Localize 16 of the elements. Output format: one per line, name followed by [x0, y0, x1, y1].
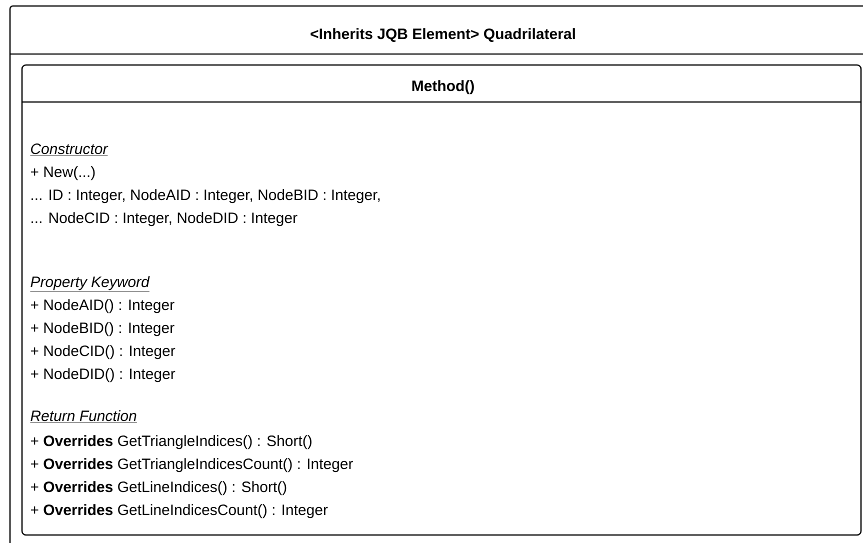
- member-line: + NodeAID() : Integer: [30, 299, 174, 314]
- member-line: + NodeBID() : Integer: [30, 322, 174, 336]
- member-line: ... ID : Integer, NodeAID : Integer, NodeBID : Integer,: [32, 189, 380, 204]
- section-heading: Return Function: [30, 410, 138, 423]
- member-line: ... NodeCID : Integer, NodeDID : Integer: [32, 212, 298, 226]
- section-heading: Property Keyword: [30, 276, 150, 292]
- section-heading: Constructor: [30, 144, 108, 156]
- member-line: + Overrides GetLineIndicesCount() : Integer: [30, 504, 328, 518]
- compartment-heading: Method(): [412, 80, 474, 94]
- member-line: + NodeCID() : Integer: [30, 345, 176, 360]
- member-line: + Overrides GetLineIndices() : Short(): [30, 481, 286, 496]
- member-line: + Overrides GetTriangleIndicesCount() : Integer: [30, 458, 353, 472]
- member-line: + Overrides GetTriangleIndices() : Short(): [30, 435, 312, 450]
- member-line: + New(...): [30, 166, 95, 180]
- member-line: + NodeDID() : Integer: [30, 368, 176, 382]
- class-title: <Inherits JQB Element> Quadrilateral: [310, 28, 575, 42]
